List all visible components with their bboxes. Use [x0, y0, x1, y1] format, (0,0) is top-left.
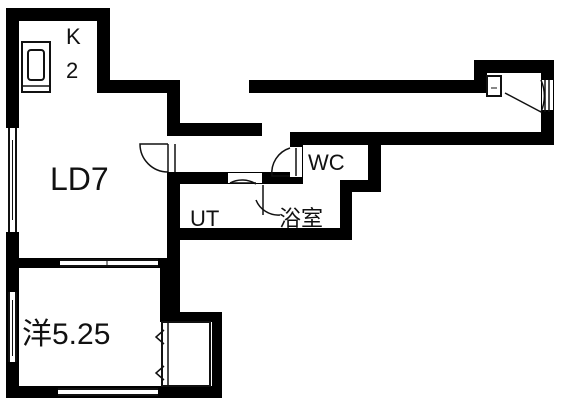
- utility-label: UT: [190, 206, 219, 231]
- kitchen-label: K: [66, 24, 81, 49]
- wc-door: [271, 147, 291, 177]
- kitchen-sink: [27, 49, 45, 81]
- room-fills: [19, 21, 167, 386]
- closet: [161, 321, 211, 387]
- room-labels: K 2 LD7 WC UT 浴室 洋5.25: [22, 24, 345, 351]
- kitchen-count-label: 2: [66, 58, 78, 83]
- bathroom-label: 浴室: [279, 206, 323, 231]
- bath-door: [255, 199, 281, 216]
- wc-label: WC: [308, 150, 345, 175]
- kitchen-counter: [21, 41, 51, 93]
- living-dining-label: LD7: [50, 161, 109, 197]
- western-room-label: 洋5.25: [22, 318, 110, 351]
- ld-door: [139, 143, 169, 173]
- fixtures: [8, 41, 550, 396]
